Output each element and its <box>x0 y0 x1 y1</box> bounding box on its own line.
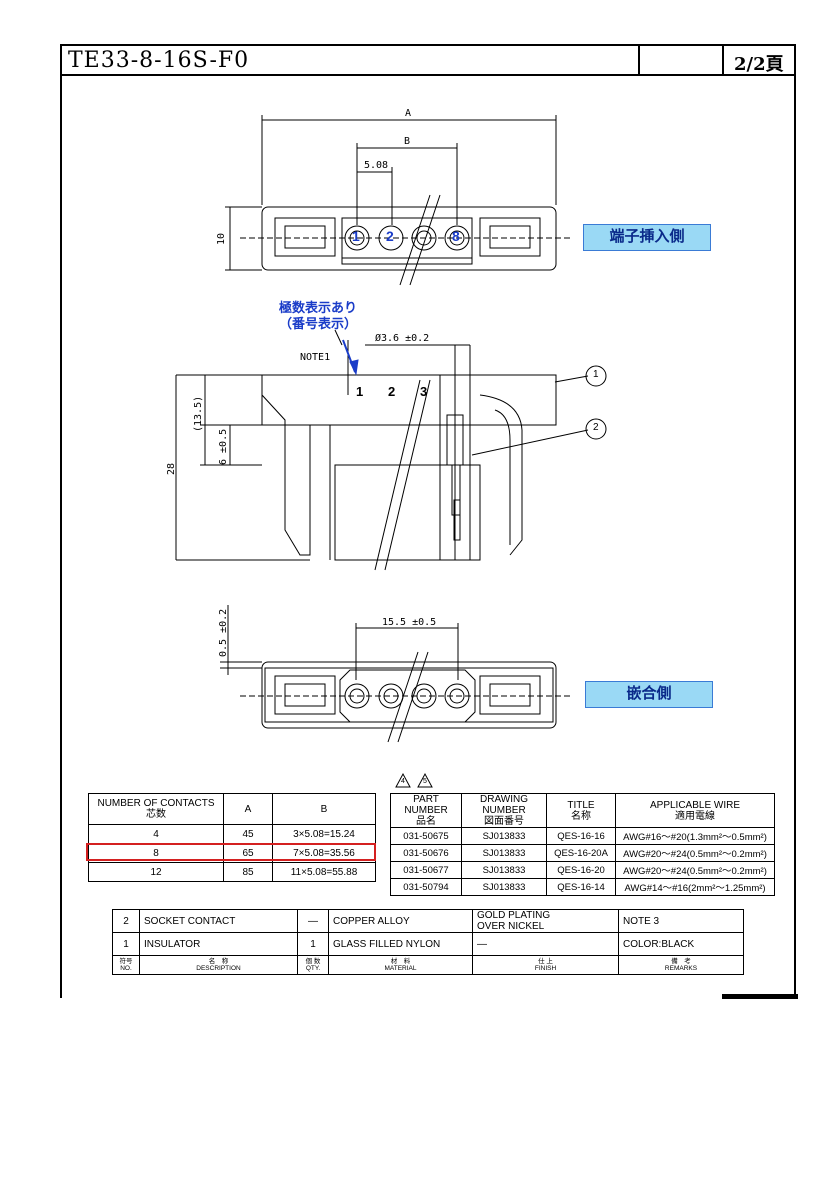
dim-b: B <box>404 136 411 147</box>
section-number: 2 <box>388 384 396 399</box>
table-cell: SOCKET CONTACT <box>139 909 298 933</box>
dim-thickness-05: 0.5 ±0.2 <box>218 608 229 657</box>
table-cell: 1 <box>297 932 329 956</box>
title-divider <box>638 46 640 74</box>
pin-number: 8 <box>452 228 460 244</box>
table-cell: 1 <box>112 932 140 956</box>
table-cell: 4 <box>88 824 224 844</box>
title-block: TE33-8-16S-F0 2/2頁 <box>60 44 796 76</box>
bom-table: 2 SOCKET CONTACT — COPPER ALLOY GOLD PLA… <box>112 909 744 975</box>
table-row: 031-50677 SJ013833 QES-16-20 AWG#20～#24(… <box>390 861 775 879</box>
bottom-corner-bar <box>722 994 798 999</box>
table-cell: NOTE 3 <box>618 909 744 933</box>
pole-number-note: 極数表示あり （番号表示） <box>268 300 368 332</box>
table-cell: AWG#20～#24(0.5mm²～0.2mm²) <box>615 844 775 862</box>
title-divider <box>722 46 724 74</box>
table-cell: GLASS FILLED NYLON <box>328 932 473 956</box>
section-number: 1 <box>356 384 364 399</box>
dim-height-10: 10 <box>216 232 227 245</box>
table-cell: 031-50677 <box>390 861 462 879</box>
table-cell: QES-16-14 <box>546 878 616 896</box>
table-cell: SJ013833 <box>461 844 547 862</box>
dim-h28: 28 <box>166 462 177 475</box>
dim-width-155: 15.5 ±0.5 <box>382 617 437 628</box>
pin-number: 2 <box>386 228 394 244</box>
table-cell: — <box>472 932 619 956</box>
dim-h6: 6 ±0.5 <box>218 428 229 465</box>
table-cell: QES-16-16 <box>546 827 616 845</box>
table-row: 031-50676 SJ013833 QES-16-20A AWG#20～#24… <box>390 844 775 862</box>
dim-diameter: Ø3.6 ±0.2 <box>375 333 430 344</box>
table-cell: — <box>297 909 329 933</box>
table-row: 12 85 11×5.08=55.88 <box>88 862 376 882</box>
callout-number: 1 <box>593 369 599 380</box>
page-indicator: 2/2頁 <box>734 54 784 75</box>
table-cell: SJ013833 <box>461 878 547 896</box>
table-cell: GOLD PLATING OVER NICKEL <box>472 909 619 933</box>
insert-side-label: 端子挿入側 <box>583 224 711 251</box>
pin-number: 1 <box>352 228 360 244</box>
column-header: B <box>272 793 376 825</box>
table-cell: SJ013833 <box>461 861 547 879</box>
callout-number: 2 <box>593 422 599 433</box>
table-cell: COLOR:BLACK <box>618 932 744 956</box>
table-cell: SJ013833 <box>461 827 547 845</box>
section-number: 3 <box>420 384 428 399</box>
table-cell: 031-50794 <box>390 878 462 896</box>
note1-label: NOTE1 <box>300 352 331 363</box>
table-cell: QES-16-20A <box>546 844 616 862</box>
table-row: 1 INSULATOR 1 GLASS FILLED NYLON — COLOR… <box>112 932 744 956</box>
warning-mark: 5 <box>423 778 427 785</box>
mating-side-label: 嵌合側 <box>585 681 713 708</box>
table-cell: 031-50676 <box>390 844 462 862</box>
pole-note-line: （番号表示） <box>278 316 357 331</box>
column-header: A <box>223 793 273 825</box>
table-cell: AWG#14～#16(2mm²～1.25mm²) <box>615 878 775 896</box>
table-cell: AWG#20～#24(0.5mm²～0.2mm²) <box>615 861 775 879</box>
table-cell: QES-16-20 <box>546 861 616 879</box>
table-cell: AWG#16～#20(1.3mm²～0.5mm²) <box>615 827 775 845</box>
table-cell: 45 <box>223 824 273 844</box>
table-cell: 2 <box>112 909 140 933</box>
table-cell: 031-50675 <box>390 827 462 845</box>
table-row: 031-50794 SJ013833 QES-16-14 AWG#14～#16(… <box>390 878 775 896</box>
table-cell: 11×5.08=55.88 <box>272 862 376 882</box>
document-number: TE33-8-16S-F0 <box>68 48 250 73</box>
table-row: 2 SOCKET CONTACT — COPPER ALLOY GOLD PLA… <box>112 909 744 933</box>
dim-pitch: 5.08 <box>364 160 389 171</box>
dim-h135: (13.5) <box>193 395 204 432</box>
table-cell: 85 <box>223 862 273 882</box>
pole-note-line: 極数表示あり <box>278 300 357 315</box>
dim-a: A <box>405 108 412 119</box>
highlight-row-box <box>86 843 376 861</box>
table-row: 4 45 3×5.08=15.24 <box>88 824 376 844</box>
table-cell: INSULATOR <box>139 932 298 956</box>
warning-mark: 4 <box>401 778 405 785</box>
table-cell: COPPER ALLOY <box>328 909 473 933</box>
table-row: 031-50675 SJ013833 QES-16-16 AWG#16～#20(… <box>390 827 775 845</box>
table-cell: 12 <box>88 862 224 882</box>
table-cell: 3×5.08=15.24 <box>272 824 376 844</box>
